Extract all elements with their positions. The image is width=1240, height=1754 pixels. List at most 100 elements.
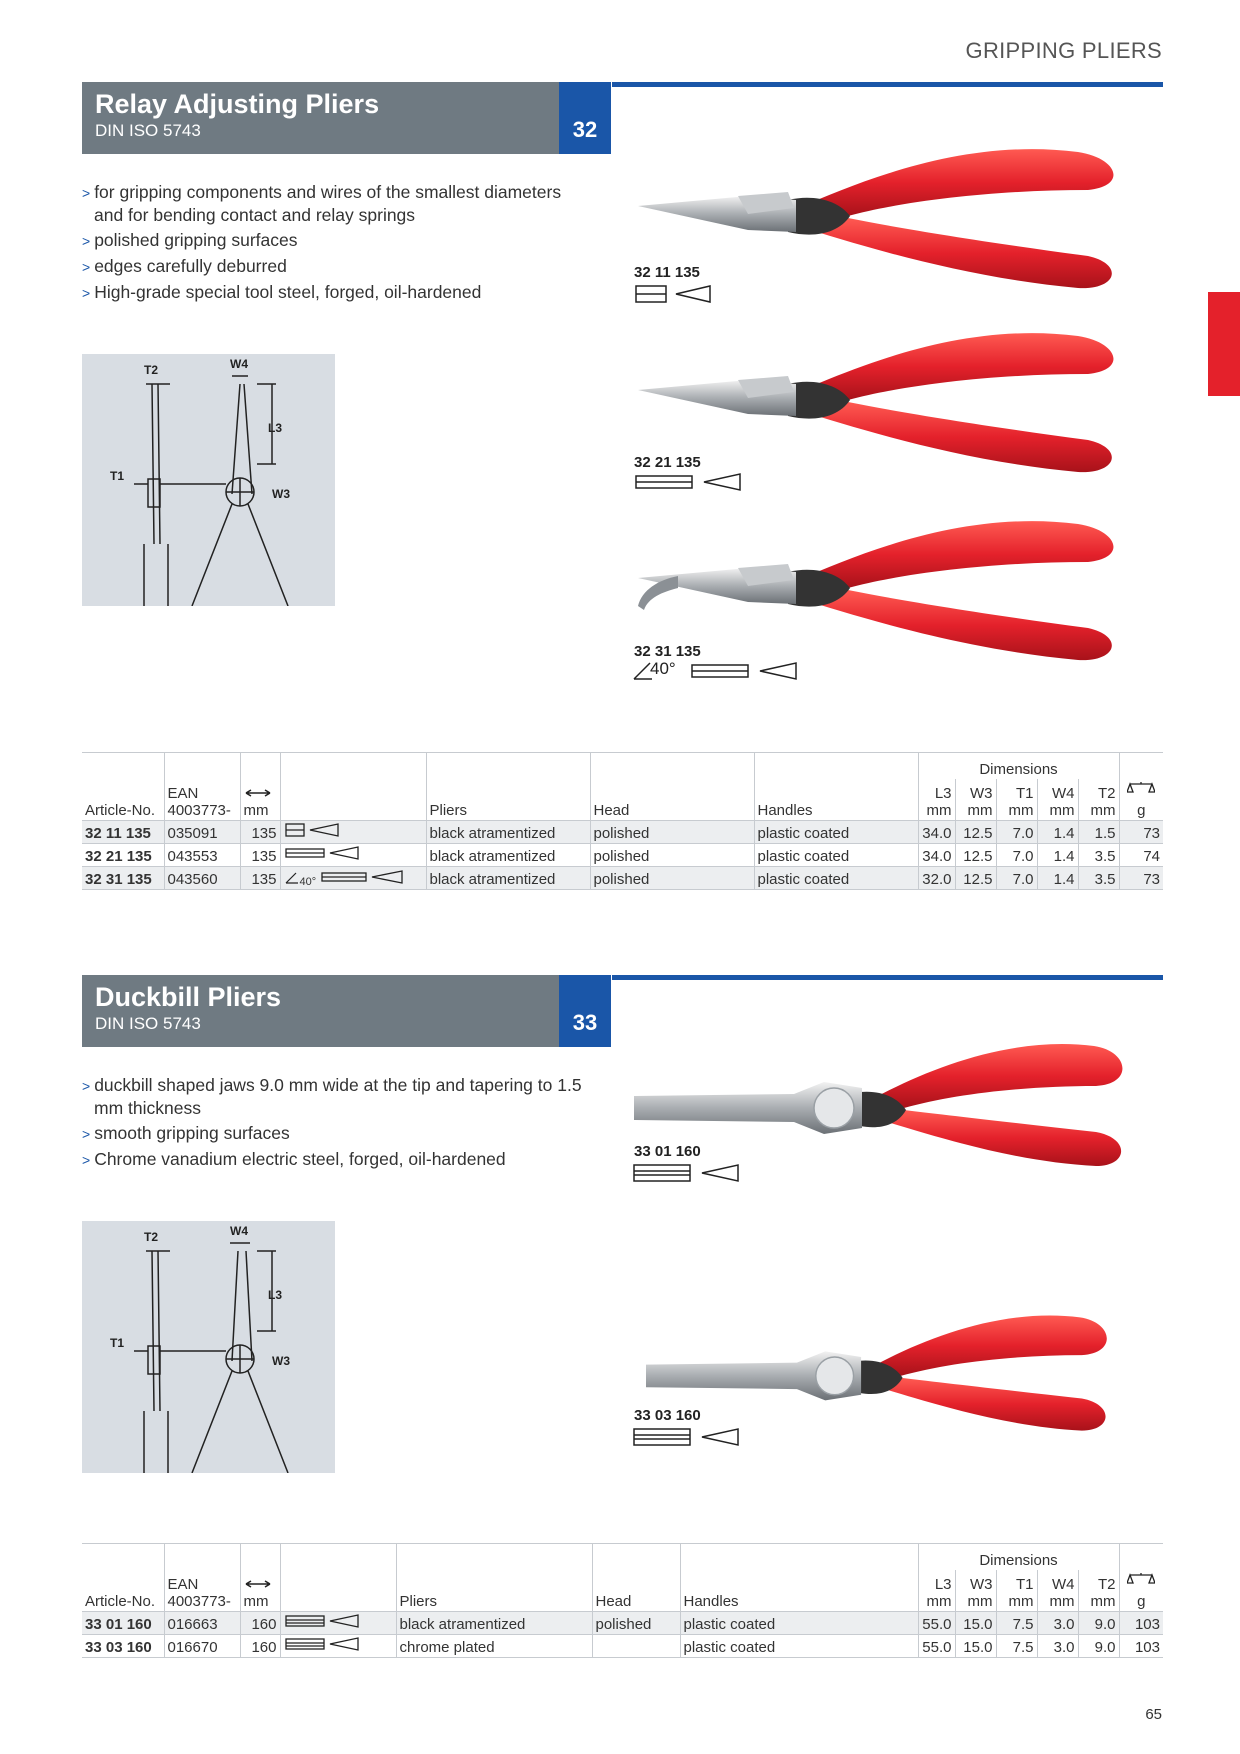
dimension-diagram: T2 W4 L3 T1 W3 bbox=[82, 354, 335, 607]
col-shape bbox=[279, 778, 426, 820]
dim-label-w4: W4 bbox=[230, 1224, 248, 1238]
section-blue-rule bbox=[612, 975, 1163, 980]
dim-label-w3: W3 bbox=[272, 487, 290, 501]
shape-icons bbox=[635, 473, 741, 491]
dim-label-l3: L3 bbox=[268, 421, 282, 435]
taper-jaw-icon bbox=[703, 473, 741, 491]
dim-label-t1: T1 bbox=[110, 1336, 124, 1350]
article-label: 33 03 160 bbox=[634, 1407, 701, 1424]
flat-jaw-section-icon bbox=[633, 1428, 691, 1446]
table-row: 32 21 135 043553 135 black atramentized … bbox=[82, 842, 1163, 866]
flat-jaw-section-icon bbox=[691, 664, 749, 678]
taper-jaw-icon bbox=[701, 1164, 739, 1182]
feature-list: for gripping components and wires of the… bbox=[82, 181, 582, 307]
feature-item: High-grade special tool steel, forged, o… bbox=[82, 281, 582, 304]
jaw-shape-icons bbox=[279, 819, 426, 843]
col-pliers: Pliers bbox=[395, 1569, 592, 1611]
section-category-label: GRIPPING PLIERS bbox=[965, 38, 1162, 63]
dim-label-w3: W3 bbox=[272, 1354, 290, 1368]
section-standard: DIN ISO 5743 bbox=[95, 120, 201, 140]
flat-jaw-section-icon bbox=[635, 475, 693, 489]
col-length: mm bbox=[239, 1569, 280, 1611]
section-standard: DIN ISO 5743 bbox=[95, 1013, 201, 1033]
article-label: 33 01 160 bbox=[634, 1143, 701, 1160]
dim-label-t2: T2 bbox=[144, 1230, 158, 1244]
section-header-band: Relay Adjusting Pliers DIN ISO 5743 bbox=[82, 82, 559, 154]
product-image bbox=[634, 1043, 1124, 1167]
product-image bbox=[638, 149, 1114, 289]
jaw-shape-icons bbox=[279, 1633, 396, 1658]
section-number-badge: 33 bbox=[559, 975, 611, 1047]
section-number-badge: 32 bbox=[559, 82, 611, 154]
dim-label-t2: T2 bbox=[144, 363, 158, 377]
col-shape bbox=[279, 1569, 396, 1611]
weight-scale-icon bbox=[1126, 781, 1157, 793]
product-image bbox=[638, 333, 1114, 473]
feature-item: Chrome vanadium electric steel, forged, … bbox=[82, 1148, 582, 1171]
dimensions-group-header: Dimensions bbox=[917, 752, 1119, 779]
jaw-shape-icons bbox=[279, 1610, 396, 1634]
jaw-shape-icons bbox=[279, 842, 426, 866]
weight-scale-icon bbox=[1126, 1572, 1157, 1584]
feature-item: for gripping components and wires of the… bbox=[82, 181, 582, 226]
table-row: 33 01 160 016663 160 black atramentized … bbox=[82, 1610, 1163, 1634]
col-pliers: Pliers bbox=[425, 778, 590, 820]
feature-item: polished gripping surfaces bbox=[82, 229, 582, 252]
taper-jaw-icon bbox=[701, 1428, 739, 1446]
table-row: 32 31 135 043560 135 40° black atramenti… bbox=[82, 865, 1163, 890]
dimension-diagram: T2 W4 L3 T1 W3 bbox=[82, 1221, 335, 1474]
shape-icons bbox=[633, 662, 797, 680]
col-length: mm bbox=[239, 778, 280, 820]
product-image bbox=[638, 521, 1114, 661]
dim-label-l3: L3 bbox=[268, 1288, 282, 1302]
shape-icons bbox=[635, 285, 711, 303]
dim-label-t1: T1 bbox=[110, 469, 124, 483]
section-title: Relay Adjusting Pliers bbox=[95, 89, 380, 119]
col-weight: g bbox=[1118, 1569, 1163, 1611]
shape-icons bbox=[633, 1428, 739, 1446]
shape-icons bbox=[633, 1164, 739, 1182]
col-handles: Handles bbox=[753, 778, 918, 820]
col-head: Head bbox=[591, 1569, 680, 1611]
article-label: 32 31 135 bbox=[634, 643, 701, 660]
taper-jaw-icon bbox=[759, 662, 797, 680]
section-header-band: Duckbill Pliers DIN ISO 5743 bbox=[82, 975, 559, 1047]
length-arrow-icon bbox=[245, 1579, 270, 1588]
top-blue-rule bbox=[612, 82, 1163, 87]
article-label: 32 11 135 bbox=[634, 264, 700, 281]
angle-icon bbox=[633, 662, 652, 680]
col-article: Article-No. bbox=[85, 801, 156, 819]
angle-label: 40° bbox=[650, 659, 676, 678]
section-title: Duckbill Pliers bbox=[95, 982, 282, 1012]
feature-item: edges carefully deburred bbox=[82, 255, 582, 278]
feature-item: duckbill shaped jaws 9.0 mm wide at the … bbox=[82, 1074, 582, 1119]
red-edge-tab bbox=[1208, 292, 1240, 396]
table-row: 33 03 160 016670 160 chrome plated plast… bbox=[82, 1633, 1163, 1658]
article-label: 32 21 135 bbox=[634, 454, 701, 471]
flat-jaw-section-icon bbox=[635, 285, 667, 303]
col-article: Article-No. bbox=[85, 1592, 156, 1610]
table-row: 32 11 135 035091 135 black atramentized … bbox=[82, 819, 1163, 843]
jaw-shape-icons: 40° bbox=[279, 865, 426, 890]
dim-label-w4: W4 bbox=[230, 357, 248, 371]
feature-item: smooth gripping surfaces bbox=[82, 1122, 582, 1145]
col-weight: g bbox=[1118, 778, 1163, 820]
length-arrow-icon bbox=[245, 788, 270, 797]
product-image bbox=[646, 1314, 1108, 1432]
col-head: Head bbox=[589, 778, 754, 820]
feature-list: duckbill shaped jaws 9.0 mm wide at the … bbox=[82, 1074, 582, 1174]
